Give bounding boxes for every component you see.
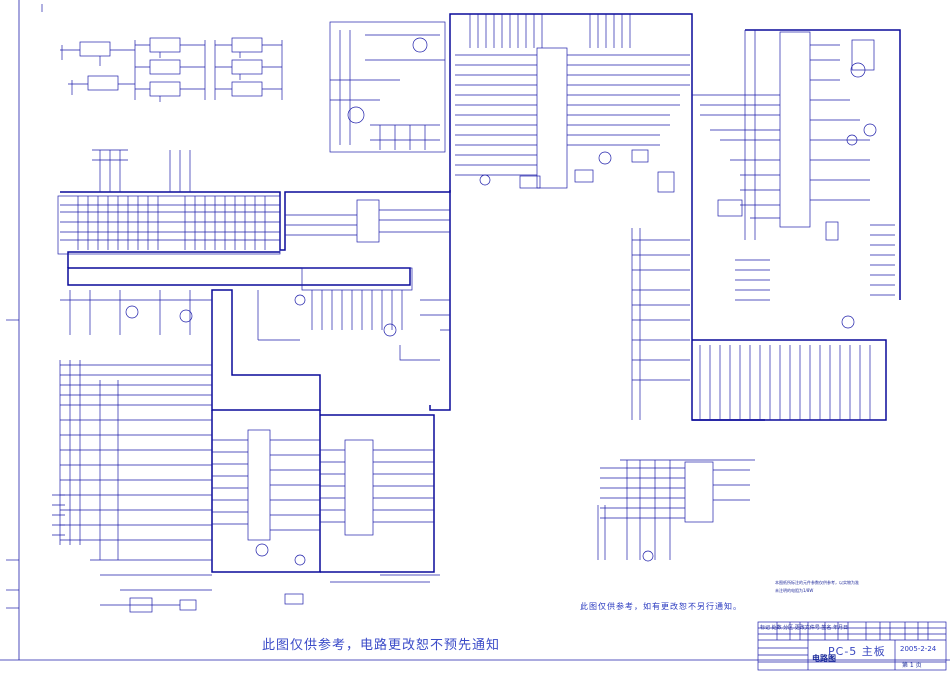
drawing-date: 2005-2-24 [900,645,937,653]
connector-matrix [57,149,281,255]
middle-ics [257,199,450,361]
right-top-ic [692,30,877,241]
drawing-kind: 电路图 [812,654,836,663]
spec-note-2: 未注明的电阻为1/8W [775,588,814,593]
title-block-grid [757,621,947,671]
sheet-number: 第 1 页 [902,662,922,669]
power-regulators [60,37,283,102]
spec-note-1: 本图纸所标注的元件参数仅供参考，以实物为准 [775,580,859,585]
sheet-border [0,0,950,661]
audio-transistor-block [329,21,446,153]
lower-right-ic [597,459,755,562]
disclaimer-note: 此图仅供参考，电路更改恕不预先通知 [262,638,501,653]
left-io-section [52,290,304,613]
main-bus-frame [60,13,901,573]
right-headers [631,224,895,420]
reference-note: 此图仅供参考，如有更改恕不另行通知。 [580,602,742,611]
lower-center-ics [212,429,440,583]
title-block-header: 标记 处数 分区 更改文件号 签名 年月日 [760,625,848,631]
center-cpu [455,14,690,193]
board-title: PC-5 主板 [828,645,886,658]
